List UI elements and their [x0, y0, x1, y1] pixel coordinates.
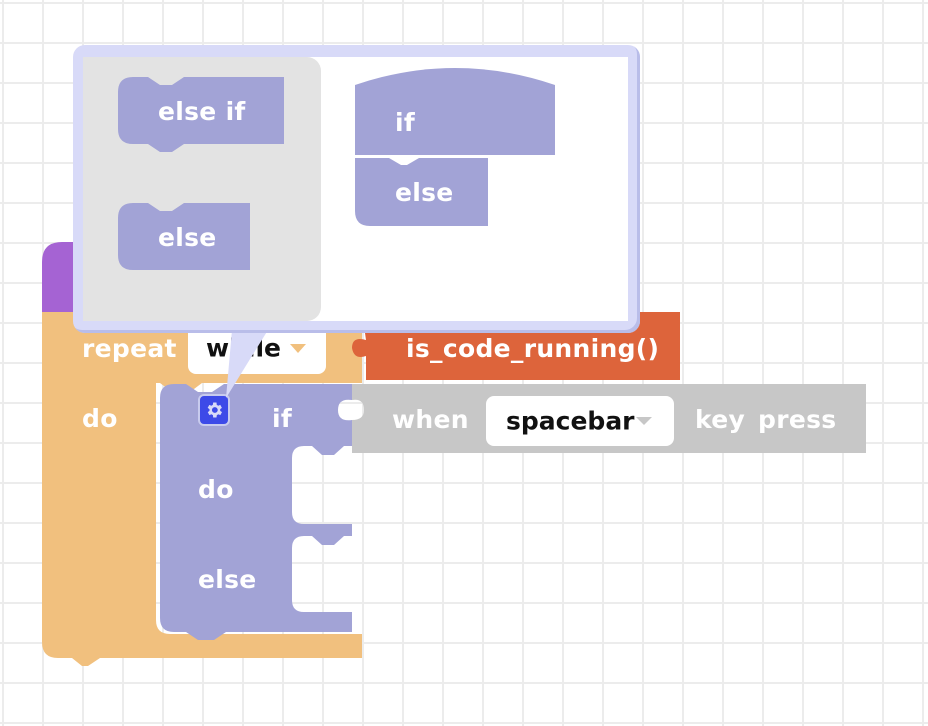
- if-else-block[interactable]: [160, 384, 352, 640]
- condition-label: is_code_running(): [406, 334, 660, 363]
- flyout-else-if-block[interactable]: [118, 77, 284, 152]
- container-if-block[interactable]: [355, 68, 555, 155]
- container-if-label: if: [395, 108, 416, 137]
- container-else-label: else: [395, 178, 454, 207]
- gear-icon: [207, 402, 222, 418]
- key-dropdown[interactable]: spacebar: [486, 396, 674, 446]
- repeat-do-label: do: [82, 404, 118, 433]
- do-label: do: [198, 475, 234, 504]
- flyout-else-if-label: else if: [158, 97, 246, 126]
- repeat-while-block[interactable]: [42, 312, 362, 666]
- when-label: when: [392, 405, 469, 434]
- key-value: spacebar: [506, 406, 635, 436]
- dropdown-arrow-icon: [636, 417, 652, 425]
- press-label: press: [758, 405, 837, 434]
- mutator-bubble: else if else if else: [73, 45, 640, 333]
- dropdown-arrow-icon: [290, 344, 306, 353]
- repeat-label: repeat: [82, 334, 177, 363]
- mutator-gear-button[interactable]: [198, 394, 230, 426]
- key-label: key: [695, 405, 746, 434]
- flyout-else-label: else: [158, 223, 217, 252]
- mutator-blocks: [118, 68, 555, 270]
- if-label: if: [272, 404, 293, 433]
- mutator-workspace: else if else if else: [83, 57, 628, 321]
- else-label: else: [198, 565, 257, 594]
- flyout-else-block[interactable]: [118, 203, 250, 270]
- container-else-block[interactable]: [355, 158, 488, 226]
